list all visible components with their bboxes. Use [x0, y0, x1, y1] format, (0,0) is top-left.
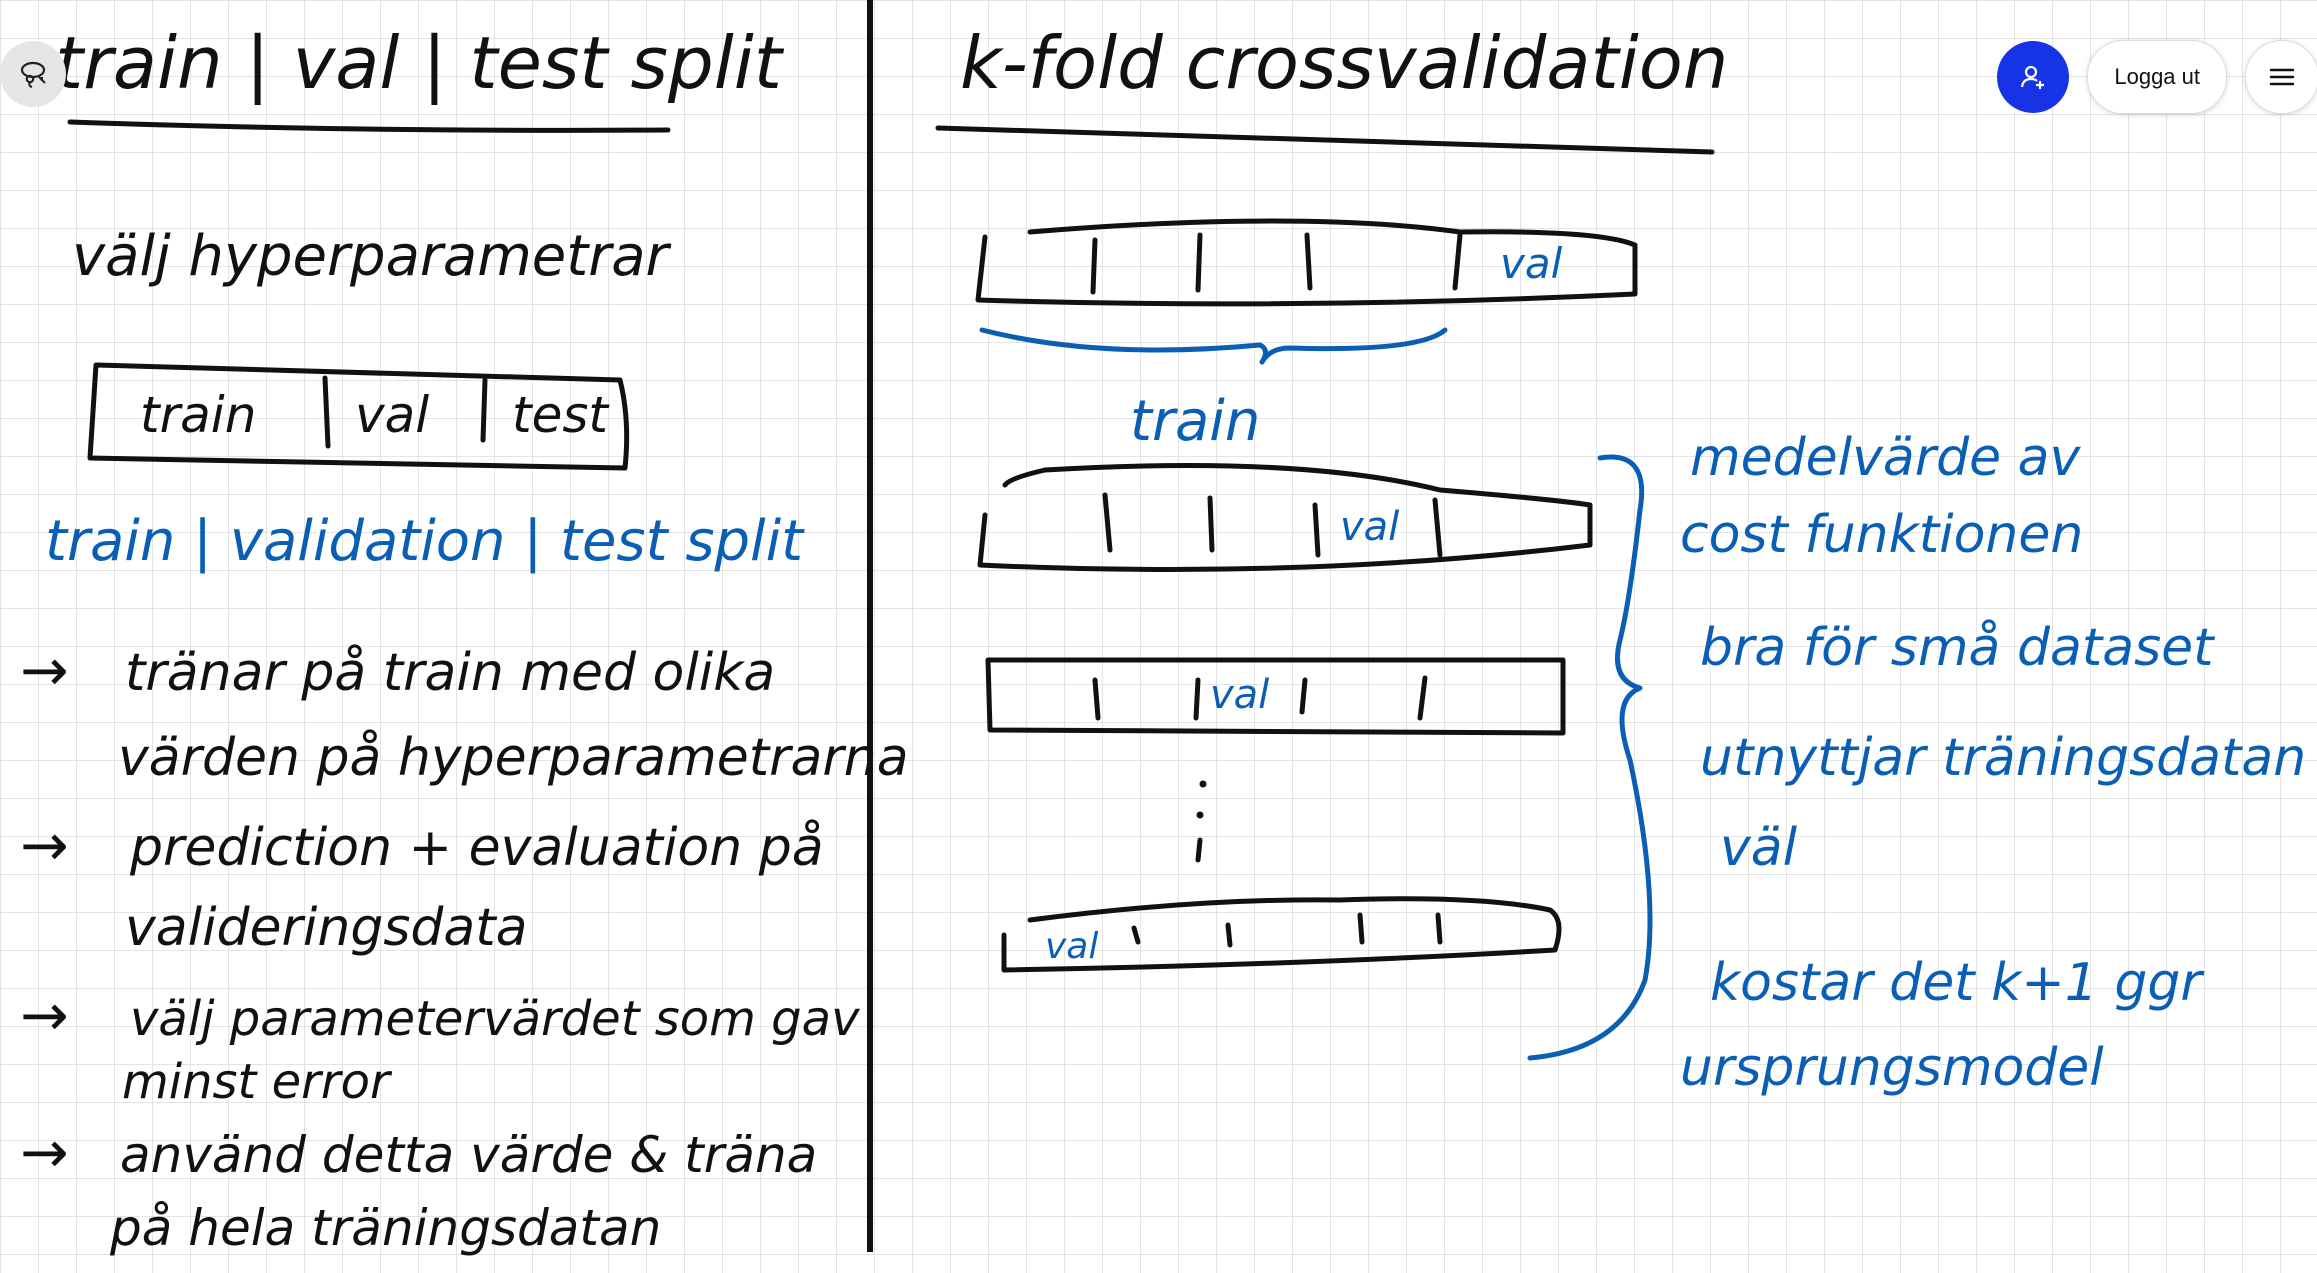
left-title-underline: [67, 119, 671, 133]
step-line: på hela träningsdatan: [109, 1199, 661, 1257]
fold-1: val: [975, 218, 1638, 307]
note-line: cost funktionen: [1680, 505, 2083, 565]
step-item: → välj parametervärdet som gav minst err…: [20, 981, 860, 1110]
train-brace: [979, 327, 1448, 365]
note-line: ursprungsmodel: [1680, 1038, 2104, 1098]
hamburger-menu-icon: [2269, 68, 2295, 85]
step-line: prediction + evaluation på: [129, 818, 824, 878]
train-brace-label: train: [1130, 389, 1260, 454]
vertical-ellipsis: [1195, 780, 1207, 863]
step-item: → använd detta värde & träna på hela trä…: [20, 1118, 817, 1257]
step-line: använd detta värde & träna: [120, 1126, 817, 1184]
add-user-icon: [2021, 65, 2045, 89]
arrow-icon: →: [20, 811, 69, 879]
notes-list: medelvärde av cost funktionen bra för sm…: [1680, 428, 2306, 1098]
train-val-test-box: train val test: [87, 362, 630, 471]
note-line: väl: [1720, 818, 1798, 878]
left-blue-heading: train | validation | test split: [45, 509, 805, 574]
fold-2: val: [977, 463, 1593, 572]
right-title-underline: [935, 125, 1715, 155]
box-test-label: test: [512, 386, 610, 444]
arrow-icon: →: [20, 636, 69, 704]
arrow-icon: →: [20, 981, 69, 1049]
lasso-icon: [20, 61, 46, 88]
steps-list: → tränar på train med olika värden på hy…: [20, 636, 909, 1257]
left-subtitle: välj hyperparametrar: [72, 224, 672, 289]
note-line: bra för små dataset: [1700, 618, 2215, 678]
arrow-icon: →: [20, 1118, 69, 1186]
note-line: medelvärde av: [1690, 428, 2082, 488]
box-val-label: val: [355, 386, 429, 444]
fold-3: val: [985, 657, 1566, 736]
fold-val-label: val: [1210, 672, 1269, 718]
note-line: utnyttjar träningsdatan: [1700, 728, 2306, 788]
fold-val-label: val: [1045, 926, 1098, 967]
top-right-toolbar: Logga ut: [1997, 39, 2317, 114]
note-line: kostar det k+1 ggr: [1710, 953, 2205, 1013]
left-title: train | val | test split: [55, 21, 785, 106]
lasso-tool-button[interactable]: [0, 41, 66, 107]
box-train-label: train: [140, 386, 256, 444]
fold-val-label: val: [1340, 504, 1399, 550]
logout-button[interactable]: Logga ut: [2087, 39, 2227, 114]
right-curly-brace: [1527, 454, 1653, 1061]
step-line: värden på hyperparametrarna: [118, 728, 909, 788]
step-item: → tränar på train med olika värden på hy…: [20, 636, 909, 788]
step-line: minst error: [122, 1054, 393, 1110]
step-line: valideringsdata: [125, 898, 528, 958]
menu-button[interactable]: [2245, 39, 2317, 114]
right-title: k-fold crossvalidation: [960, 21, 1728, 105]
fold-k: val: [1001, 896, 1562, 973]
step-item: → prediction + evaluation på validerings…: [20, 811, 824, 958]
add-user-button[interactable]: [1997, 40, 2070, 113]
step-line: välj parametervärdet som gav: [130, 991, 860, 1047]
step-line: tränar på train med olika: [125, 643, 775, 703]
fold-val-label: val: [1500, 239, 1563, 288]
